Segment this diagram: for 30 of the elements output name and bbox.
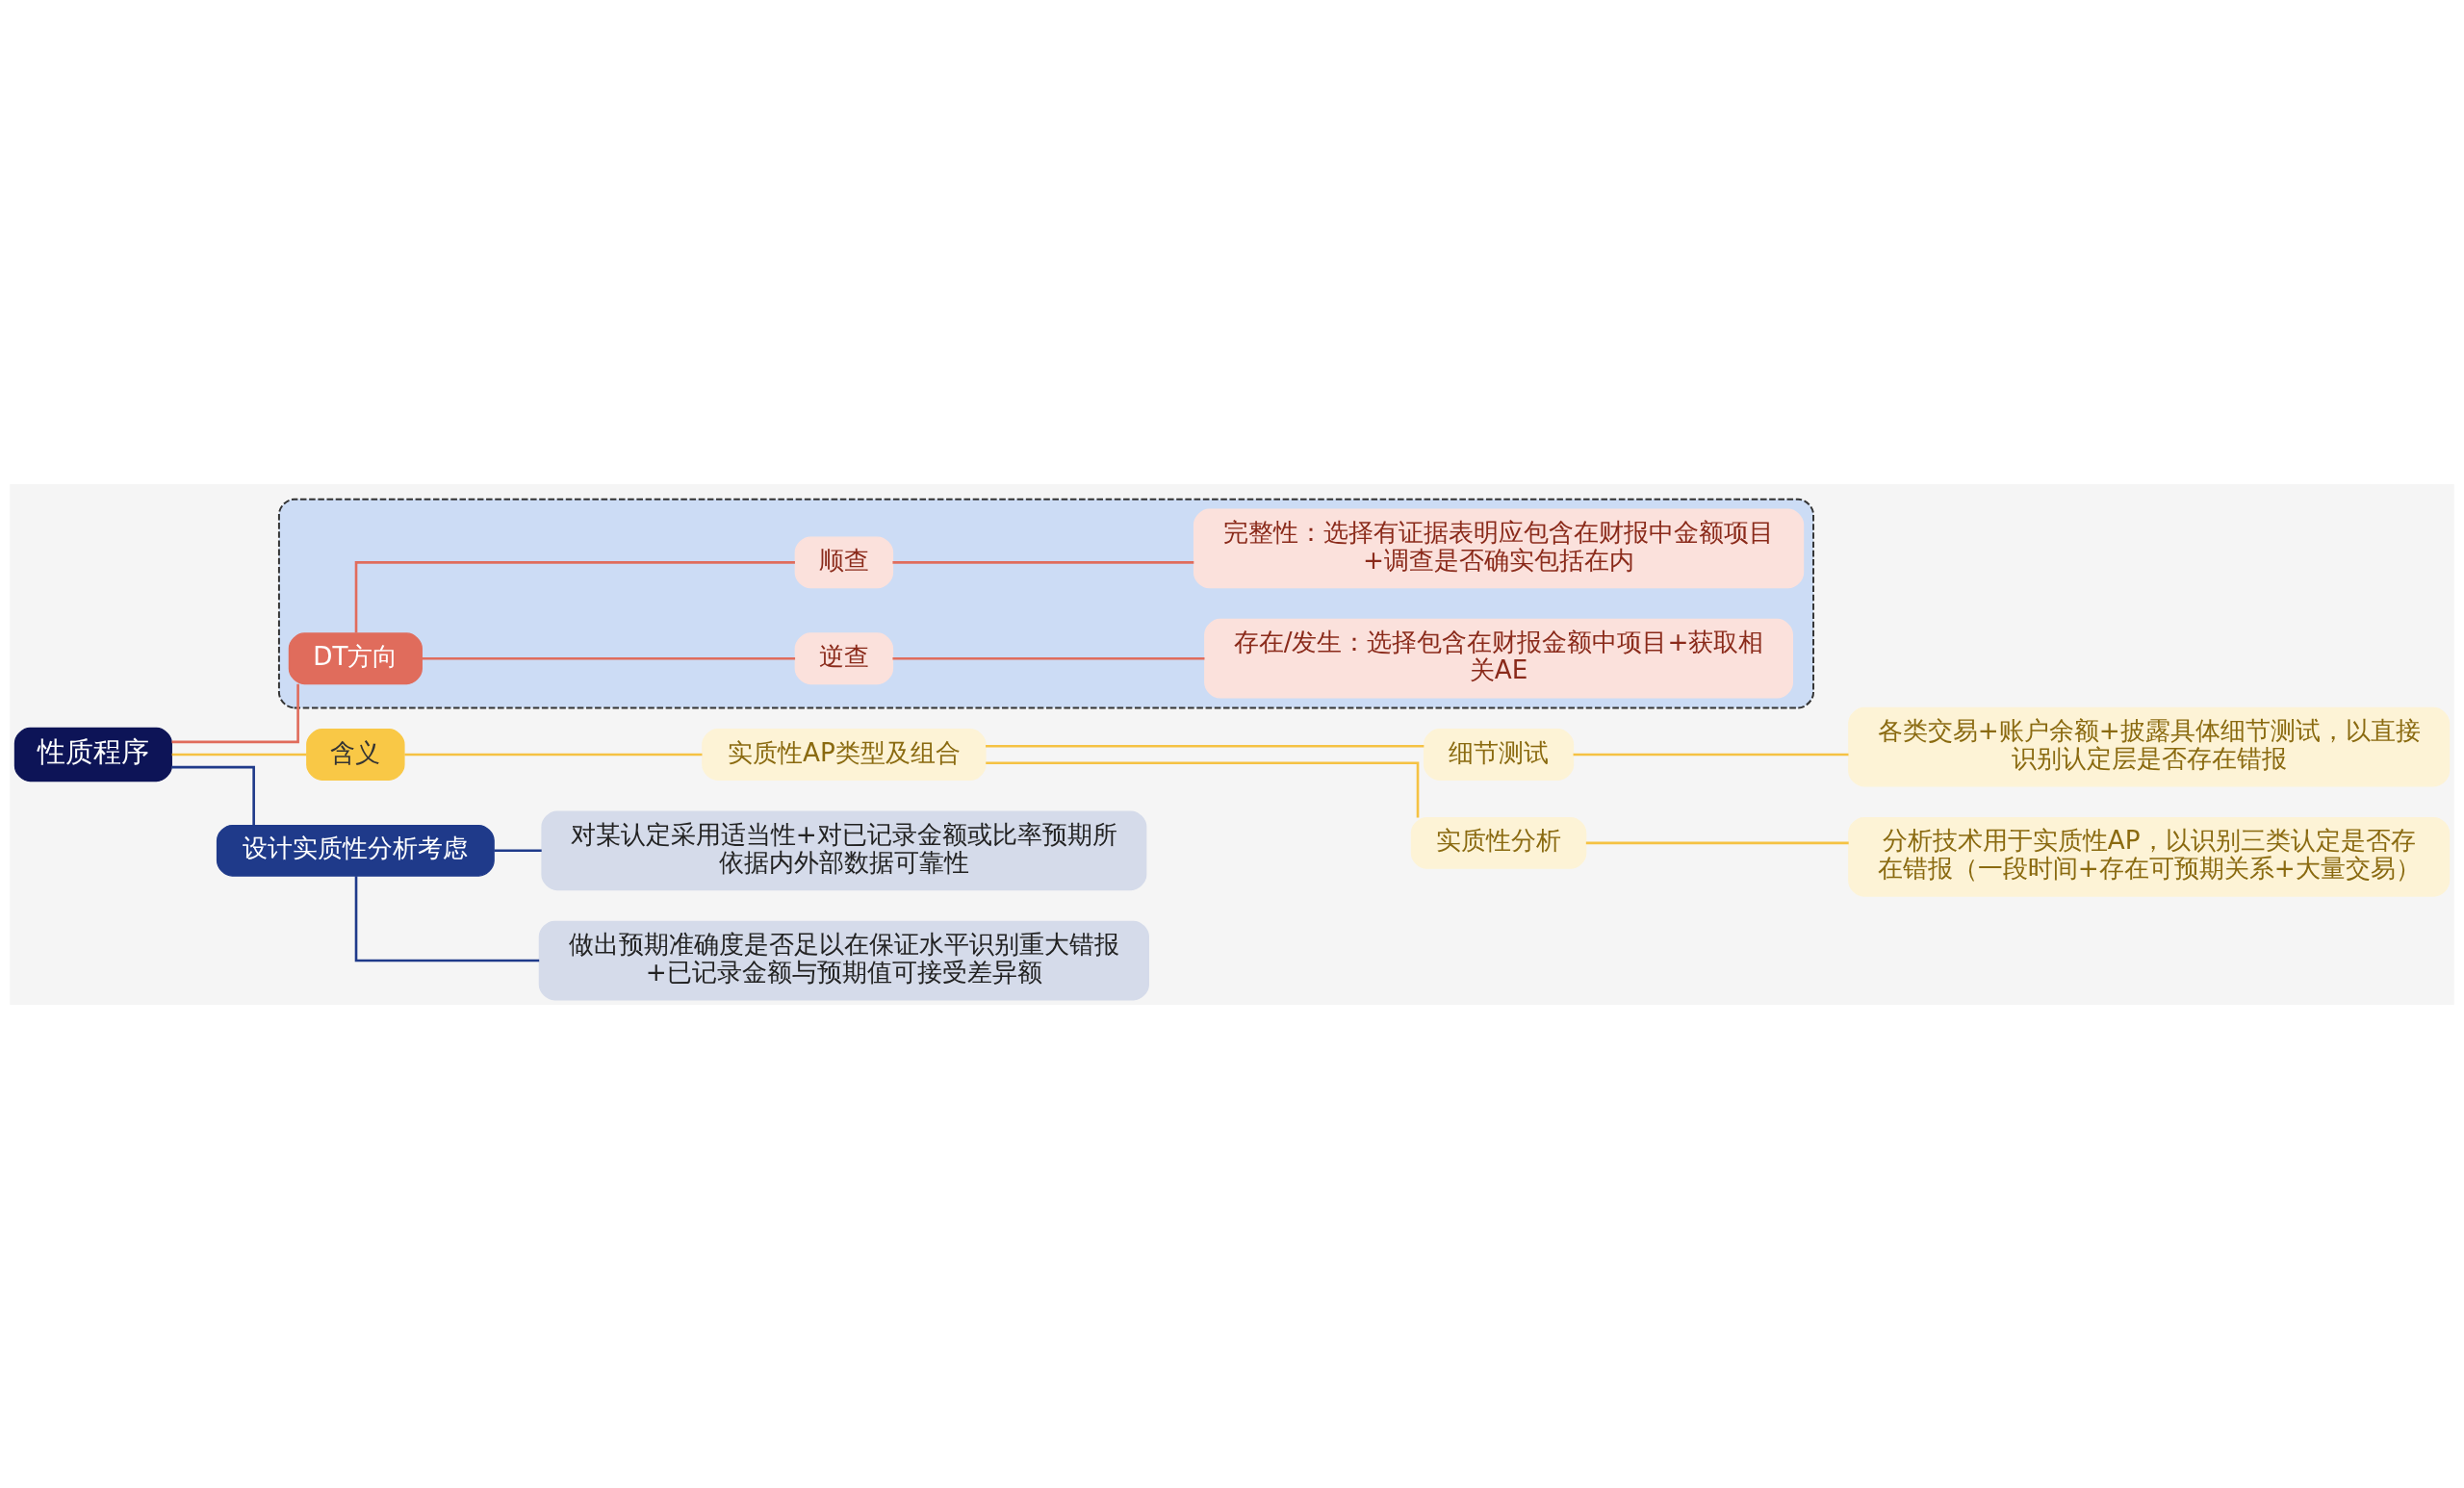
connector: [171, 683, 299, 743]
connector: [354, 875, 540, 962]
connector: [494, 849, 542, 852]
node-box: DT方向: [288, 631, 423, 684]
node-box: 设计实质性分析考虑: [216, 824, 495, 877]
node-box: 做出预期准确度是否足以在保证水平识别重大错报+已记录金额与预期值可接受差异额: [538, 920, 1149, 1000]
node-box: 细节测试: [1423, 728, 1575, 781]
connector: [986, 744, 1424, 748]
node-box: 分析技术用于实质性AP，以识别三类认定是否存在错报（一段时间+存在可预期关系+大量交易）: [1848, 816, 2451, 897]
node-box: 含义: [306, 728, 405, 781]
connector: [1573, 753, 1849, 756]
connector: [171, 765, 255, 825]
node-box: 完整性：选择有证据表明应包含在财报中金额项目+调查是否确实包括在内: [1193, 508, 1805, 588]
connector: [1585, 841, 1849, 844]
connector: [892, 560, 1194, 564]
connector: [354, 560, 795, 632]
node-box: 逆查: [794, 631, 894, 684]
node-box: 顺查: [794, 536, 894, 588]
cluster: [277, 498, 1814, 708]
node-box: 存在/发生：选择包含在财报金额中项目+获取相关AE: [1204, 618, 1793, 699]
connector: [986, 760, 1420, 818]
node-box: 实质性AP类型及组合: [702, 728, 987, 781]
connector: [404, 753, 703, 756]
connector: [422, 656, 796, 660]
node-box: 实质性分析: [1410, 816, 1587, 869]
node-box: 对某认定采用适当性+对已记录金额或比率预期所依据内外部数据可靠性: [541, 809, 1147, 890]
connector: [892, 656, 1205, 660]
node-box: 性质程序: [13, 727, 172, 782]
node-box: 各类交易+账户余额+披露具体细节测试，以直接识别认定层是否存在错报: [1848, 706, 2451, 786]
connector: [171, 753, 307, 756]
